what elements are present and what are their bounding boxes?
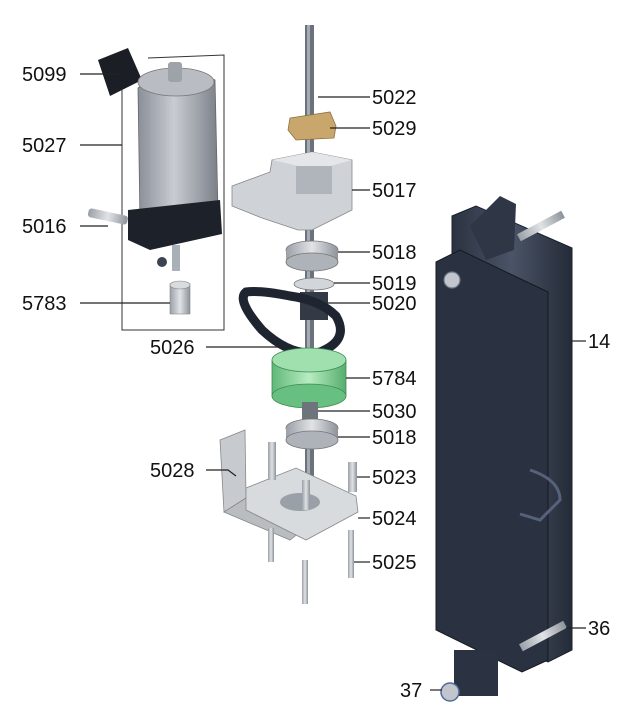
cover-nut-part xyxy=(440,682,460,702)
callout-5022: 5022 xyxy=(372,87,417,109)
callout-5016: 5016 xyxy=(22,216,67,238)
column-cover-part xyxy=(435,196,573,696)
leader-lines xyxy=(80,73,586,691)
motor-assembly-frame xyxy=(121,54,225,331)
bearing-bottom-part xyxy=(285,418,339,450)
motor-pulley-part xyxy=(169,280,191,315)
callout-5026: 5026 xyxy=(150,337,195,359)
callout-5783: 5783 xyxy=(22,293,67,315)
callout-5018-top: 5018 xyxy=(372,242,417,264)
callout-5027: 5027 xyxy=(22,135,67,157)
callout-5017: 5017 xyxy=(372,180,417,202)
callout-14: 14 xyxy=(588,331,610,353)
bearing-top-part xyxy=(285,240,339,272)
base-screw-parts xyxy=(268,528,354,604)
standoff-parts xyxy=(268,442,357,510)
brass-nut-part xyxy=(287,111,337,141)
callout-5029: 5029 xyxy=(372,118,417,140)
callout-5028: 5028 xyxy=(150,460,195,482)
callout-5023: 5023 xyxy=(372,467,417,489)
callout-37: 37 xyxy=(400,680,422,702)
motor-bracket-part xyxy=(98,48,142,96)
cover-bolt-parts xyxy=(443,210,567,652)
callout-5099: 5099 xyxy=(22,64,67,86)
callout-5024: 5024 xyxy=(372,508,417,530)
washer-part xyxy=(293,277,335,291)
callout-5018-bottom: 5018 xyxy=(372,427,417,449)
lower-spacer-part xyxy=(302,402,318,422)
callout-5020: 5020 xyxy=(372,293,417,315)
callout-5784: 5784 xyxy=(372,368,417,390)
bearing-housing-part xyxy=(231,151,353,231)
callout-36: 36 xyxy=(588,618,610,640)
gear-pulley-part xyxy=(271,347,347,409)
callout-5030: 5030 xyxy=(372,401,417,423)
callout-labels: 5099 5027 5016 5783 5022 5029 5017 5018 … xyxy=(22,64,610,702)
callout-5019: 5019 xyxy=(372,273,417,295)
timing-belt-part xyxy=(238,287,345,358)
motor-part xyxy=(128,62,222,271)
motor-screw-part xyxy=(87,208,128,225)
callout-5025: 5025 xyxy=(372,552,417,574)
